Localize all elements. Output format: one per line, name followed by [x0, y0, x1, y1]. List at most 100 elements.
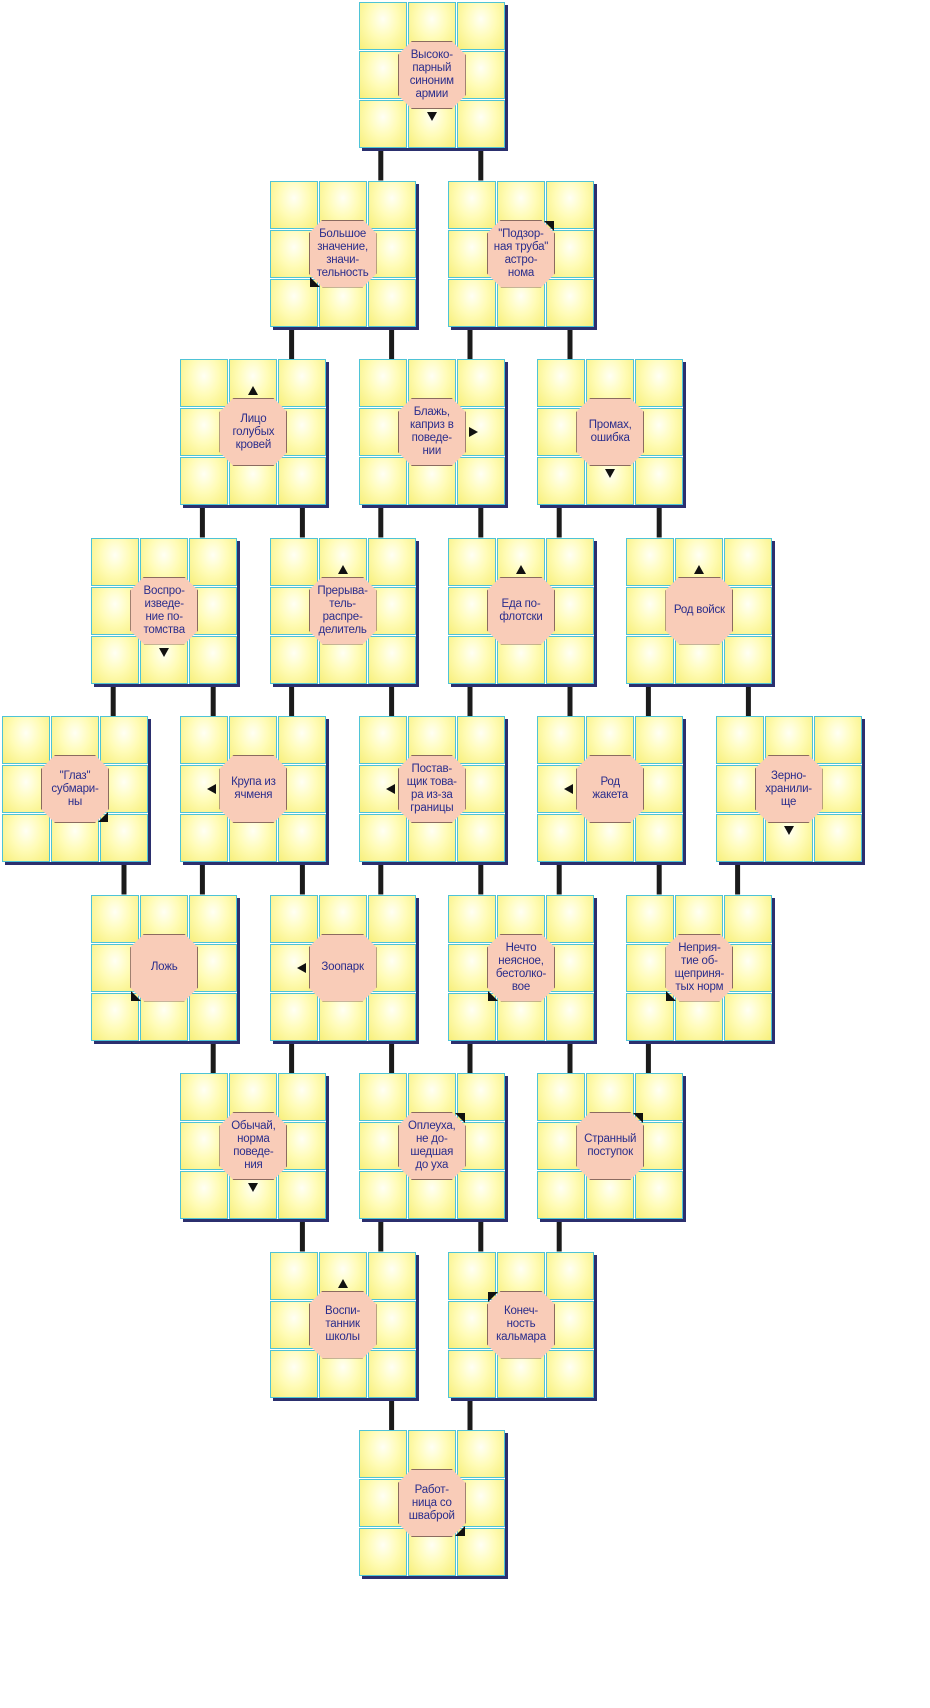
letter-cell[interactable] — [724, 894, 773, 943]
letter-cell[interactable] — [546, 537, 594, 586]
letter-cell[interactable] — [189, 894, 238, 943]
letter-cell[interactable] — [180, 1073, 229, 1121]
letter-cell[interactable] — [91, 537, 140, 586]
letter-cell[interactable] — [91, 894, 140, 943]
letter-cell[interactable] — [91, 635, 140, 684]
letter-cell[interactable] — [626, 992, 675, 1041]
letter-cell[interactable] — [358, 359, 407, 407]
letter-cell[interactable] — [546, 278, 594, 327]
letter-cell[interactable] — [635, 716, 684, 764]
letter-cell[interactable] — [635, 1073, 684, 1121]
letter-cell[interactable] — [456, 1430, 505, 1478]
letter-cell[interactable] — [269, 180, 318, 229]
letter-cell[interactable] — [358, 1430, 407, 1478]
letter-cell[interactable] — [724, 992, 773, 1041]
letter-cell[interactable] — [448, 635, 496, 684]
letter-cell[interactable] — [537, 1073, 586, 1121]
letter-cell[interactable] — [456, 716, 505, 764]
letter-cell[interactable] — [448, 278, 496, 327]
letter-cell[interactable] — [358, 716, 407, 764]
word-block: Род жакета — [537, 716, 684, 862]
letter-cell[interactable] — [367, 635, 416, 684]
letter-cell[interactable] — [724, 537, 773, 586]
letter-cell[interactable] — [456, 1171, 505, 1219]
letter-cell[interactable] — [189, 635, 238, 684]
letter-cell[interactable] — [358, 100, 407, 148]
letter-cell[interactable] — [278, 359, 327, 407]
letter-cell[interactable] — [456, 1073, 505, 1121]
letter-cell[interactable] — [537, 359, 586, 407]
letter-cell[interactable] — [180, 457, 229, 505]
letter-cell[interactable] — [448, 992, 496, 1041]
letter-cell[interactable] — [546, 1251, 594, 1300]
letter-cell[interactable] — [456, 457, 505, 505]
letter-cell[interactable] — [635, 457, 684, 505]
letter-cell[interactable] — [269, 894, 318, 943]
letter-cell[interactable] — [269, 1251, 318, 1300]
letter-cell[interactable] — [635, 359, 684, 407]
letter-cell[interactable] — [358, 1528, 407, 1576]
letter-cell[interactable] — [456, 359, 505, 407]
letter-cell[interactable] — [189, 992, 238, 1041]
letter-cell[interactable] — [546, 180, 594, 229]
letter-cell[interactable] — [715, 814, 764, 862]
letter-cell[interactable] — [456, 814, 505, 862]
letter-cell[interactable] — [456, 1528, 505, 1576]
letter-cell[interactable] — [278, 457, 327, 505]
letter-cell[interactable] — [269, 635, 318, 684]
letter-cell[interactable] — [626, 537, 675, 586]
letter-cell[interactable] — [269, 537, 318, 586]
letter-cell[interactable] — [456, 100, 505, 148]
letter-cell[interactable] — [448, 180, 496, 229]
letter-cell[interactable] — [180, 359, 229, 407]
letter-cell[interactable] — [2, 814, 50, 862]
letter-cell[interactable] — [269, 1349, 318, 1398]
letter-cell[interactable] — [546, 894, 594, 943]
letter-cell[interactable] — [278, 814, 327, 862]
letter-cell[interactable] — [269, 992, 318, 1041]
letter-cell[interactable] — [537, 457, 586, 505]
letter-cell[interactable] — [100, 716, 148, 764]
letter-cell[interactable] — [448, 537, 496, 586]
letter-cell[interactable] — [715, 716, 764, 764]
letter-cell[interactable] — [635, 814, 684, 862]
letter-cell[interactable] — [626, 635, 675, 684]
letter-cell[interactable] — [278, 716, 327, 764]
letter-cell[interactable] — [546, 1349, 594, 1398]
letter-cell[interactable] — [278, 1073, 327, 1121]
letter-cell[interactable] — [91, 992, 140, 1041]
letter-cell[interactable] — [2, 716, 50, 764]
letter-cell[interactable] — [180, 814, 229, 862]
letter-cell[interactable] — [367, 1349, 416, 1398]
letter-cell[interactable] — [367, 992, 416, 1041]
letter-cell[interactable] — [546, 992, 594, 1041]
letter-cell[interactable] — [813, 716, 862, 764]
letter-cell[interactable] — [367, 894, 416, 943]
letter-cell[interactable] — [448, 894, 496, 943]
letter-cell[interactable] — [180, 716, 229, 764]
letter-cell[interactable] — [189, 537, 238, 586]
letter-cell[interactable] — [626, 894, 675, 943]
letter-cell[interactable] — [537, 814, 586, 862]
letter-cell[interactable] — [358, 1171, 407, 1219]
letter-cell[interactable] — [546, 635, 594, 684]
letter-cell[interactable] — [100, 814, 148, 862]
letter-cell[interactable] — [358, 457, 407, 505]
letter-cell[interactable] — [367, 180, 416, 229]
letter-cell[interactable] — [269, 278, 318, 327]
letter-cell[interactable] — [635, 1171, 684, 1219]
letter-cell[interactable] — [358, 814, 407, 862]
letter-cell[interactable] — [367, 278, 416, 327]
letter-cell[interactable] — [180, 1171, 229, 1219]
letter-cell[interactable] — [724, 635, 773, 684]
letter-cell[interactable] — [278, 1171, 327, 1219]
letter-cell[interactable] — [537, 1171, 586, 1219]
letter-cell[interactable] — [367, 1251, 416, 1300]
letter-cell[interactable] — [537, 716, 586, 764]
letter-cell[interactable] — [456, 2, 505, 50]
letter-cell[interactable] — [358, 2, 407, 50]
letter-cell[interactable] — [358, 1073, 407, 1121]
letter-cell[interactable] — [448, 1349, 496, 1398]
letter-cell[interactable] — [813, 814, 862, 862]
letter-cell[interactable] — [367, 537, 416, 586]
